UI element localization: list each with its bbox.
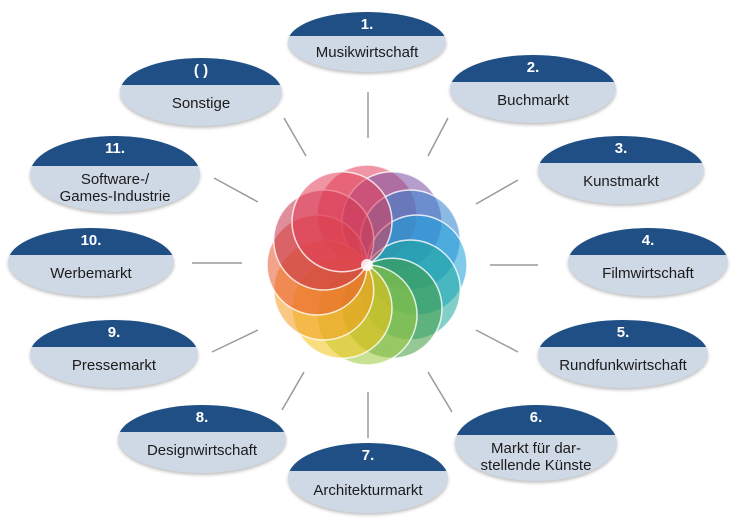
market-node-10: 10. Werbemarkt [8,228,174,296]
node-label: Buchmarkt [497,92,569,110]
node-number: 6. [529,409,543,426]
node-label: Software-/ Games-Industrie [59,170,171,205]
connector-line-8 [281,371,305,411]
wheel-petal-12 [291,170,393,273]
market-node-5: 5. Rundfunkwirtschaft [538,320,708,388]
market-node-4: 4. Filmwirtschaft [568,228,728,296]
node-number: 7. [361,447,375,464]
color-wheel [266,164,468,366]
connector-line-2 [427,117,449,157]
node-number: 2. [526,59,540,76]
node-number: 11. [104,140,126,157]
node-label: Sonstige [171,95,231,113]
market-node-3: 3. Kunstmarkt [538,136,704,204]
node-label: Markt für dar- stellende Künste [480,439,592,474]
node-number: ( ) [193,62,209,79]
market-node-1: 1. Musikwirtschaft [288,12,446,72]
node-label: Werbemarkt [50,265,132,283]
node-number: 3. [614,140,628,157]
node-number: 8. [195,409,209,426]
connector-line-11 [213,177,259,203]
node-number: 4. [641,232,655,249]
market-node-7: 7. Architekturmarkt [288,443,448,513]
connector-line-s [283,117,307,157]
wheel-center [361,259,373,271]
market-node-s: ( ) Sonstige [120,58,282,126]
market-node-6: 6. Markt für dar- stellende Künste [455,405,617,481]
market-node-8: 8. Designwirtschaft [118,405,286,473]
connector-line-5 [475,329,519,353]
node-number: 9. [107,324,121,341]
node-label: Pressemarkt [71,357,157,375]
node-label: Filmwirtschaft [602,265,694,283]
market-node-2: 2. Buchmarkt [450,55,616,123]
connector-lines [192,92,538,438]
connector-line-6 [427,371,453,413]
connector-line-3 [475,179,519,205]
market-node-9: 9. Pressemarkt [30,320,198,388]
connector-line-9 [211,329,259,353]
node-label: Architekturmarkt [313,481,423,499]
node-label: Designwirtschaft [146,442,258,460]
node-label: Kunstmarkt [583,173,659,191]
node-label: Rundfunkwirtschaft [559,357,687,375]
node-label: Musikwirtschaft [315,43,419,61]
node-number: 5. [616,324,630,341]
market-node-11: 11. Software-/ Games-Industrie [30,136,200,212]
node-number: 10. [80,232,102,249]
node-number: 1. [360,16,374,33]
